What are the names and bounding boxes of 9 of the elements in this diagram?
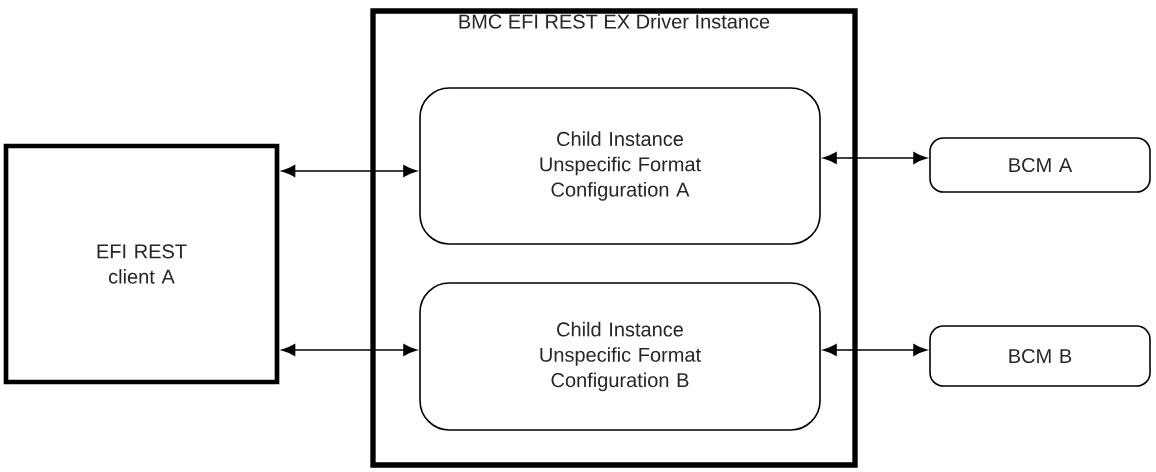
arrow — [823, 344, 927, 356]
arrow — [823, 152, 927, 164]
arrow — [281, 165, 417, 177]
child-instance-box: Child Instance Unspecific Format Configuration B — [419, 282, 821, 431]
arrow — [281, 344, 417, 356]
bcm-box: BCM B — [929, 325, 1151, 387]
bcm-box: BCM A — [929, 137, 1151, 193]
child-instance-box: Child Instance Unspecific Format Configuration A — [419, 87, 821, 245]
client-box: EFI REST client A — [3, 143, 280, 385]
